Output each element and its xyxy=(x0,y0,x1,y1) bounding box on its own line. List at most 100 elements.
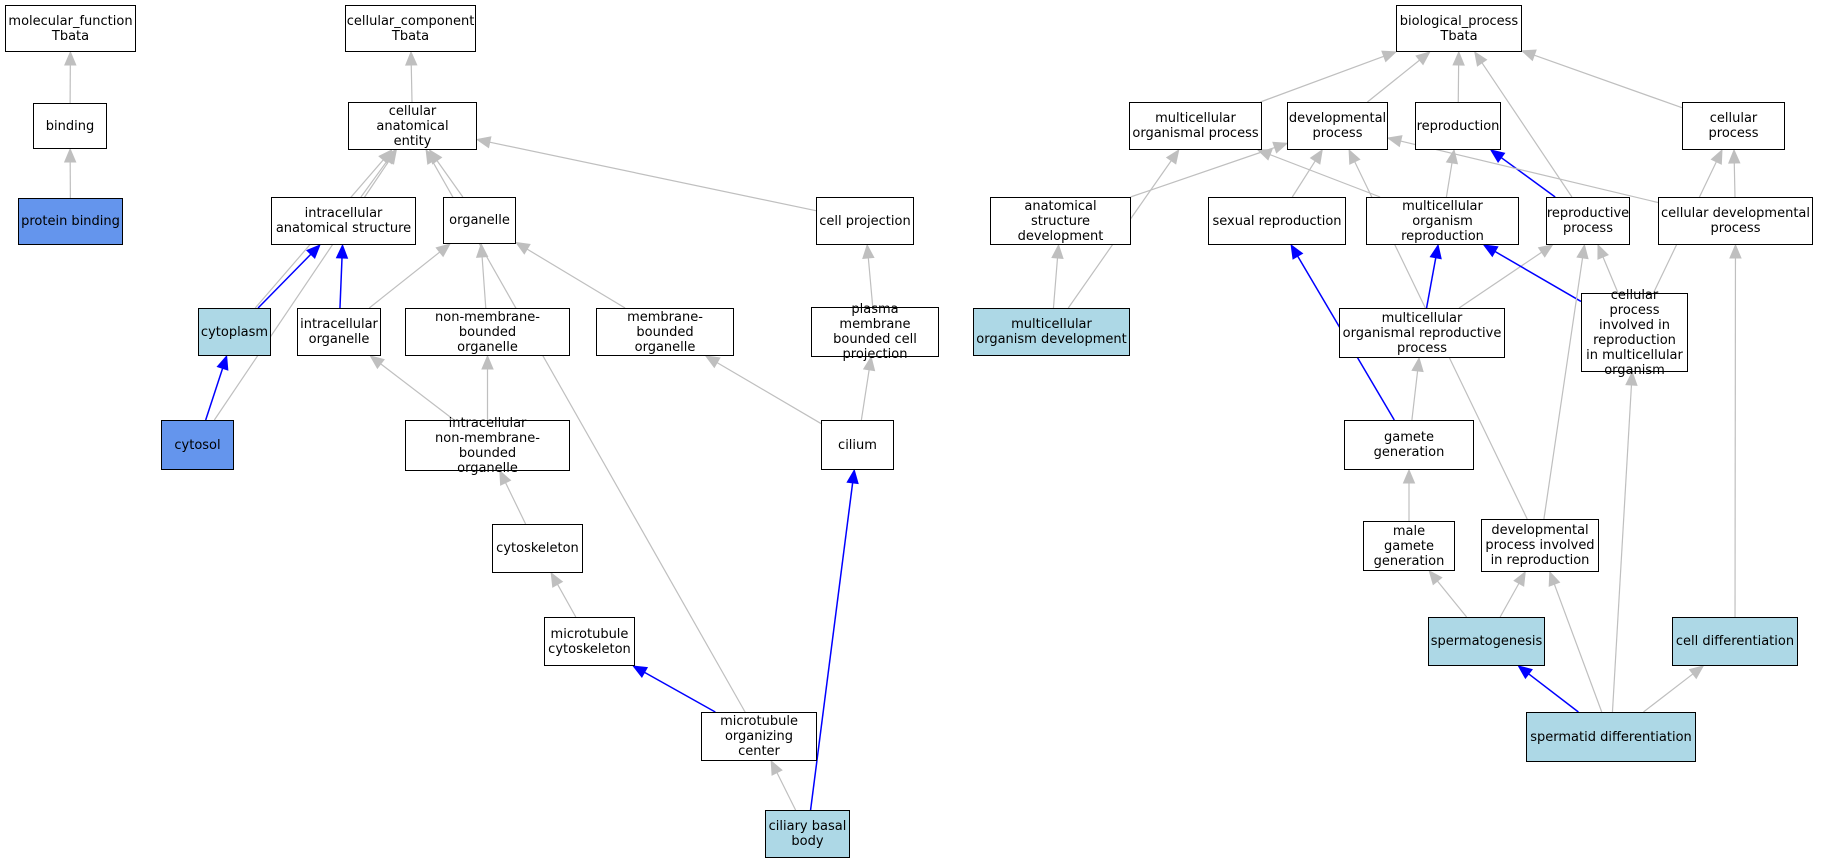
arrowhead-icon xyxy=(1690,666,1704,678)
node-intracellular-anatomical-structure[interactable]: intracellular anatomical structure xyxy=(271,197,416,245)
node-cilium[interactable]: cilium xyxy=(821,420,894,470)
arrowhead-icon xyxy=(477,244,488,257)
edge-line xyxy=(1270,155,1380,197)
edge-line xyxy=(506,483,526,524)
edge-line xyxy=(381,364,454,420)
node-reproductive-process[interactable]: reproductive process xyxy=(1546,197,1630,245)
edge-binding-to-mf xyxy=(65,52,76,103)
node-molecular-function-tbata[interactable]: molecular_function Tbata xyxy=(5,5,136,52)
edge-cellproj-to-cae xyxy=(477,137,816,211)
node-cellular-process[interactable]: cellular process xyxy=(1682,102,1785,150)
node-microtubule-organizing-center[interactable]: microtubule organizing center xyxy=(701,712,817,761)
edge-cae-to-cc xyxy=(406,52,417,102)
edge-line xyxy=(361,161,387,197)
node-organelle[interactable]: organelle xyxy=(443,197,516,244)
node-spermatogenesis[interactable]: spermatogenesis xyxy=(1428,617,1545,666)
node-sexual-reproduction[interactable]: sexual reproduction xyxy=(1208,197,1346,245)
node-cellular-developmental-process[interactable]: cellular developmental process xyxy=(1658,197,1813,245)
edge-dpir-to-reprop xyxy=(1544,245,1588,519)
node-multicellular-organism-reproduction[interactable]: multicellular organism reproduction xyxy=(1366,197,1519,245)
arrowhead-icon xyxy=(1382,51,1396,61)
arrowhead-icon xyxy=(477,137,491,148)
arrowhead-icon xyxy=(1429,571,1441,585)
edge-mbo-to-organelle xyxy=(516,242,625,308)
node-cell-projection[interactable]: cell projection xyxy=(816,197,914,245)
node-cellular-component-tbata[interactable]: cellular_component Tbata xyxy=(345,5,476,52)
edge-cytosol-to-cae xyxy=(214,150,396,420)
edge-line xyxy=(369,252,439,308)
node-intracellular-organelle[interactable]: intracellular organelle xyxy=(297,308,381,356)
node-non-membrane-bounded-organelle[interactable]: non-membrane-bounded organelle xyxy=(405,308,570,356)
node-cell-differentiation[interactable]: cell differentiation xyxy=(1672,617,1798,666)
edge-line xyxy=(1501,158,1555,197)
edge-cellp-to-bp xyxy=(1522,50,1682,108)
node-cytosol[interactable]: cytosol xyxy=(161,420,234,470)
arrowhead-icon xyxy=(1412,358,1423,372)
edge-mgg-to-gamgen xyxy=(1404,470,1415,521)
arrowhead-icon xyxy=(1730,245,1741,258)
edge-mop-to-bp xyxy=(1260,51,1396,102)
edge-line xyxy=(527,249,625,308)
node-cellular-process-involved-in-reproduction-in-multicellular-organism[interactable]: cellular process involved in reproductio… xyxy=(1581,293,1688,372)
node-developmental-process[interactable]: developmental process xyxy=(1287,102,1388,150)
node-spermatid-differentiation[interactable]: spermatid differentiation xyxy=(1526,712,1696,762)
node-biological-process-tbata[interactable]: biological_process Tbata xyxy=(1396,5,1522,52)
edge-sptd-to-dpir xyxy=(1549,572,1602,712)
node-reproduction[interactable]: reproduction xyxy=(1415,102,1501,150)
node-membrane-bounded-organelle[interactable]: membrane-bounded organelle xyxy=(596,308,734,356)
edge-line xyxy=(1412,371,1418,420)
arrowhead-icon xyxy=(1711,150,1722,164)
node-multicellular-organismal-process[interactable]: multicellular organismal process xyxy=(1129,102,1262,150)
node-binding[interactable]: binding xyxy=(33,103,107,149)
node-anatomical-structure-development[interactable]: anatomical structure development xyxy=(990,197,1131,245)
arrowhead-icon xyxy=(1491,150,1505,162)
arrowhead-icon xyxy=(482,356,493,369)
edge-cdp-to-cellp xyxy=(1729,150,1740,197)
edge-line xyxy=(1260,56,1383,102)
node-ciliary-basal-body[interactable]: ciliary basal body xyxy=(765,810,850,858)
edge-line xyxy=(1292,161,1315,197)
arrowhead-icon xyxy=(1388,136,1402,147)
edge-line xyxy=(717,363,821,424)
arrowhead-icon xyxy=(1258,150,1272,160)
edge-cpirmo-to-reprop xyxy=(1598,245,1618,293)
node-plasma-membrane-bounded-cell-projection[interactable]: plasma membrane bounded cell projection xyxy=(811,307,939,357)
edge-line xyxy=(1529,674,1579,712)
edge-line xyxy=(861,370,869,420)
arrowhead-icon xyxy=(370,356,384,368)
node-cytoskeleton[interactable]: cytoskeleton xyxy=(492,524,583,573)
edge-line xyxy=(1544,258,1583,519)
arrowhead-icon xyxy=(1052,245,1063,258)
arrowhead-icon xyxy=(1311,150,1323,164)
arrowhead-icon xyxy=(1484,245,1498,256)
edge-celldiff-to-cdp xyxy=(1730,245,1741,617)
edge-pmbcp-to-cellproj xyxy=(863,245,874,307)
node-multicellular-organismal-reproductive-process[interactable]: multicellular organismal reproductive pr… xyxy=(1339,308,1505,358)
arrowhead-icon xyxy=(633,666,647,677)
edge-line xyxy=(1534,55,1682,107)
node-cellular-anatomical-entity[interactable]: cellular anatomical entity xyxy=(348,102,477,150)
edge-io-to-ias xyxy=(337,245,348,308)
node-protein-binding[interactable]: protein binding xyxy=(18,198,123,245)
node-multicellular-organism-development[interactable]: multicellular organism development xyxy=(973,308,1130,356)
arrowhead-icon xyxy=(1577,245,1588,259)
node-gamete-generation[interactable]: gamete generation xyxy=(1344,420,1474,470)
arrowhead-icon xyxy=(1404,470,1415,483)
arrowhead-icon xyxy=(406,52,417,65)
edge-mod-to-asd xyxy=(1052,245,1063,308)
arrowhead-icon xyxy=(1518,666,1532,678)
edge-cytoskeleton-to-inmbo xyxy=(500,471,526,524)
node-male-gamete-generation[interactable]: male gamete generation xyxy=(1363,521,1455,571)
arrowhead-icon xyxy=(1539,245,1553,257)
edge-line xyxy=(1401,141,1658,202)
node-cytoplasm[interactable]: cytoplasm xyxy=(198,308,271,356)
arrowhead-icon xyxy=(217,356,227,370)
edge-mtoc-to-mtcs xyxy=(633,666,715,712)
edge-cbb-to-mtoc xyxy=(771,761,795,810)
edge-line xyxy=(1427,258,1436,308)
node-intracellular-non-membrane-bounded-organelle[interactable]: intracellular non-membrane-bounded organ… xyxy=(405,420,570,471)
node-developmental-process-involved-in-reproduction[interactable]: developmental process involved in reprod… xyxy=(1481,519,1599,572)
node-microtubule-cytoskeleton[interactable]: microtubule cytoskeleton xyxy=(544,617,635,666)
arrowhead-icon xyxy=(1273,142,1287,152)
